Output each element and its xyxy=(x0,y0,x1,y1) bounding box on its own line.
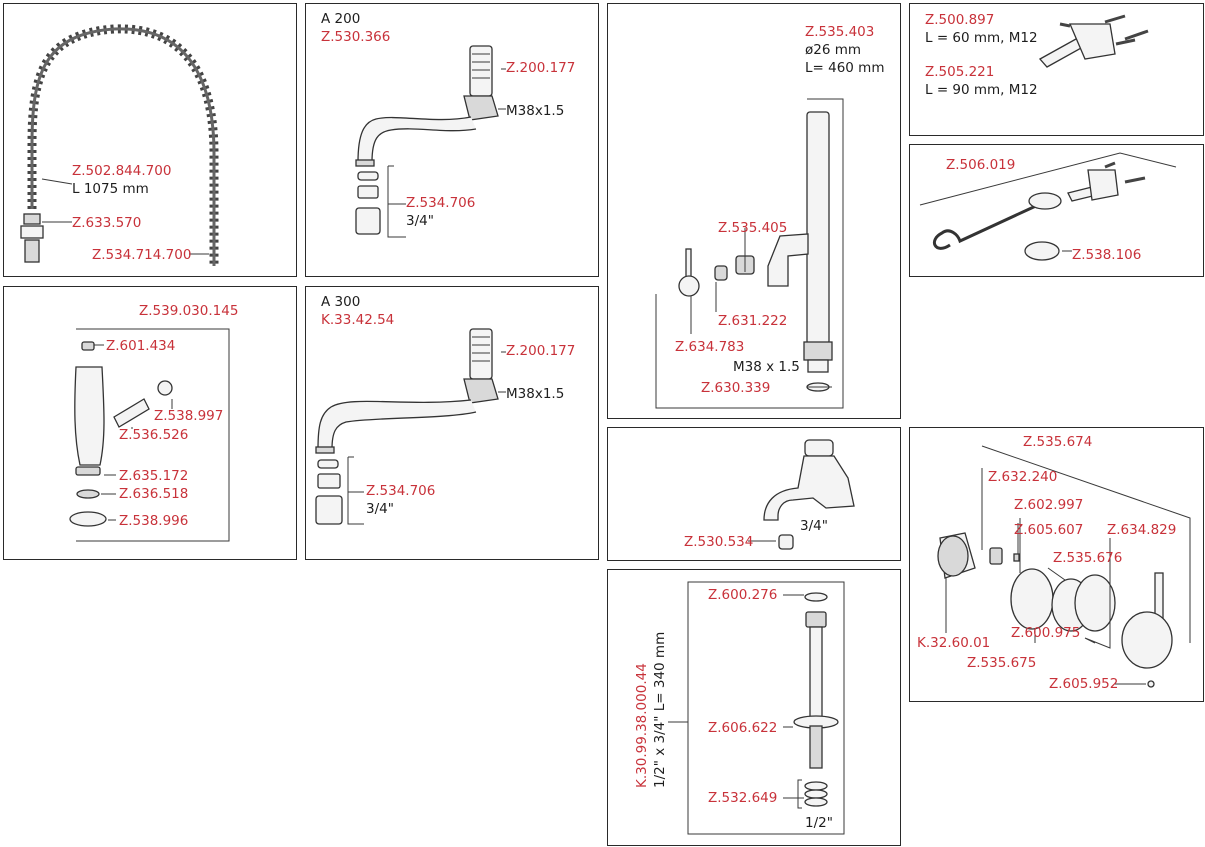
panel-wall-arm: Z.500.897 L = 60 mm, M12 Z.505.221 L = 9… xyxy=(909,3,1204,136)
label-code: Z.530.366 xyxy=(321,29,391,45)
panel-wall-outlet: Z.530.534 3/4" xyxy=(607,427,901,561)
label-valve: Z.535.405 xyxy=(718,220,788,236)
label-screw: Z.632.240 xyxy=(988,469,1058,485)
label-lever: Z.634.783 xyxy=(675,339,745,355)
label-body: Z.535.675 xyxy=(967,655,1037,671)
label-rose: Z.538.996 xyxy=(119,513,189,529)
panel-spring-hose: Z.502.844.700 L 1075 mm Z.633.570 Z.534.… xyxy=(3,3,297,277)
label-hose-length: L 1075 mm xyxy=(72,181,149,197)
panel-concealed-valve: Z.535.674 Z.632.240 Z.602.997 Z.605.607 … xyxy=(909,427,1204,702)
spring-hose-drawing xyxy=(20,24,219,266)
label-size: 3/4" xyxy=(800,518,828,534)
label-thread: M38 x 1.5 xyxy=(733,359,800,375)
label-set-spec: 1/2" x 3/4" L= 340 mm xyxy=(652,631,668,788)
label-part: Z.530.534 xyxy=(684,534,754,550)
label-thread: M38x1.5 xyxy=(506,386,565,402)
rod-valve-drawing xyxy=(655,98,844,409)
label-arm2-spec: L = 90 mm, M12 xyxy=(925,82,1038,98)
label-aer: Z.636.518 xyxy=(119,486,189,502)
spout-a200-drawing xyxy=(355,45,506,238)
label-lever: Z.634.829 xyxy=(1107,522,1177,538)
label-hose: Z.502.844.700 xyxy=(72,163,172,179)
label-oring: Z.630.339 xyxy=(701,380,771,396)
spout-a300-drawing xyxy=(315,328,506,525)
label-rod: Z.535.403 xyxy=(805,24,875,40)
label-conn: Z.200.177 xyxy=(506,60,576,76)
label-arm1-spec: L = 60 mm, M12 xyxy=(925,30,1038,46)
label-spring: Z.534.714.700 xyxy=(92,247,192,263)
label-cart: Z.631.222 xyxy=(718,313,788,329)
label-pin: Z.602.997 xyxy=(1014,497,1084,513)
label-washer: Z.600.276 xyxy=(708,587,778,603)
wall-outlet-drawing xyxy=(748,439,855,550)
riser-set-drawing xyxy=(668,581,845,835)
label-size: 3/4" xyxy=(366,501,394,517)
label-flange: Z.606.622 xyxy=(708,720,778,736)
label-title: A 200 xyxy=(321,11,361,27)
label-conn: Z.200.177 xyxy=(506,343,576,359)
label-cap: Z.600.975 xyxy=(1011,625,1081,641)
concealed-valve-drawing xyxy=(937,445,1191,688)
label-title: A 300 xyxy=(321,294,361,310)
label-set: K.30.99.38.000.44 xyxy=(634,663,650,788)
label-hook: Z.506.019 xyxy=(946,157,1016,173)
label-dia: ø26 mm xyxy=(805,42,862,58)
label-cart: K.32.60.01 xyxy=(917,635,991,651)
label-size: 3/4" xyxy=(406,213,434,229)
hook-drawing xyxy=(919,152,1177,261)
label-code: K.33.42.54 xyxy=(321,312,395,328)
label-arm2: Z.505.221 xyxy=(925,64,995,80)
label-size: 1/2" xyxy=(805,815,833,831)
label-arm1: Z.500.897 xyxy=(925,12,995,28)
label-rings: Z.534.706 xyxy=(406,195,476,211)
panel-hand-shower: Z.539.030.145 Z.601.434 Z.538.997 Z.536.… xyxy=(3,286,297,560)
label-handle: Z.539.030.145 xyxy=(139,303,239,319)
label-nut: Z.538.997 xyxy=(154,408,224,424)
label-ring: Z.538.106 xyxy=(1072,247,1142,263)
panel-riser-set: Z.600.276 K.30.99.38.000.44 1/2" x 3/4" … xyxy=(607,569,901,846)
wall-arm-drawing xyxy=(1038,14,1149,68)
panel-rod-valve: Z.535.403 ø26 mm L= 460 mm Z.535.405 Z.6… xyxy=(607,3,901,419)
panel-spout-a200: A 200 Z.530.366 Z.200.177 M38x1.5 Z.534.… xyxy=(305,3,599,277)
panel-spout-a300: A 300 K.33.42.54 Z.200.177 M38x1.5 Z.534… xyxy=(305,286,599,560)
label-thread: M38x1.5 xyxy=(506,103,565,119)
label-body: Z.635.172 xyxy=(119,468,189,484)
label-sleeve: Z.605.607 xyxy=(1014,522,1084,538)
label-nut: Z.532.649 xyxy=(708,790,778,806)
label-nut: Z.633.570 xyxy=(72,215,142,231)
label-len: L= 460 mm xyxy=(805,60,885,76)
hand-shower-drawing xyxy=(69,328,230,542)
label-grub: Z.605.952 xyxy=(1049,676,1119,692)
panel-hook: Z.506.019 Z.538.106 xyxy=(909,144,1204,277)
label-cap: Z.601.434 xyxy=(106,338,176,354)
label-disc: Z.535.676 xyxy=(1053,550,1123,566)
label-valve: Z.536.526 xyxy=(119,427,189,443)
label-set: Z.535.674 xyxy=(1023,434,1093,450)
label-rings: Z.534.706 xyxy=(366,483,436,499)
